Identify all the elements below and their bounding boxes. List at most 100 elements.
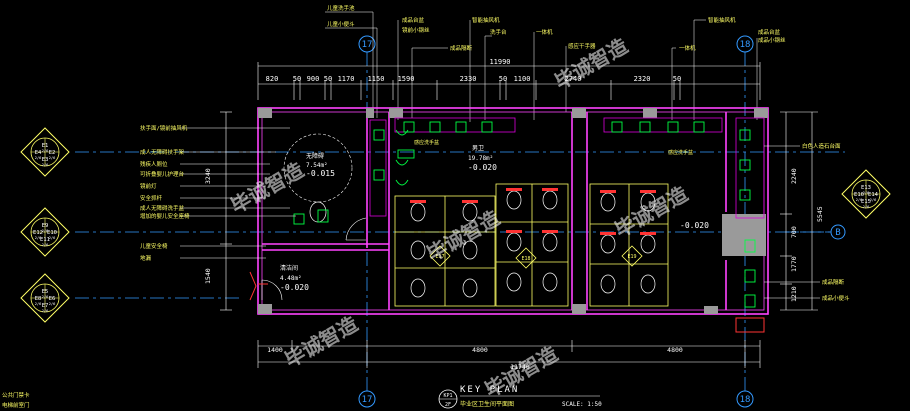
tag-sublabel: 2/6 <box>42 309 49 313</box>
note-room-1: 感应洗手盆 <box>668 149 693 156</box>
turning-circle <box>283 133 353 203</box>
tag-label: E10 <box>47 230 57 236</box>
sink-icon <box>373 121 751 201</box>
top-dimension-lines <box>257 62 761 100</box>
tag-sublabel: 2/6 <box>49 302 56 306</box>
grid-label-17-bottom: 17 <box>362 395 373 405</box>
room-level-accessible: -0.015 <box>306 169 335 178</box>
note-left-9: 地漏 <box>140 254 152 262</box>
bottom-dimension-lines <box>257 340 761 368</box>
note-left-8: 儿童安全椅 <box>140 242 168 250</box>
tag-sublabel: 2/6 <box>42 163 49 167</box>
right-dimension-lines <box>780 111 818 311</box>
dim-right-5: 1210 <box>790 286 798 302</box>
note-top-11: 一体机 <box>679 44 696 52</box>
dim-top-11: 2320 <box>634 75 651 83</box>
tag-sublabel: 2/6 <box>863 191 870 195</box>
tag-sublabel: 2/6 <box>49 156 56 160</box>
dim-top-0: 820 <box>266 75 279 83</box>
title-kp-top: KP1 <box>443 393 452 399</box>
dim-left-0: 3240 <box>204 168 212 184</box>
dim-bottom-2: 4800 <box>667 346 683 354</box>
svg-text:E19: E19 <box>627 254 636 260</box>
dim-top-9: 1100 <box>514 75 531 83</box>
dim-top-10: 2740 <box>565 75 582 83</box>
tag-sublabel: 2/6 <box>35 236 42 240</box>
tag-diamond <box>20 207 70 257</box>
tag-label: E6 <box>49 296 56 302</box>
tag-label: E14 <box>868 192 879 198</box>
tag-sublabel: 2/6 <box>49 236 56 240</box>
dim-top-7: 2330 <box>460 75 477 83</box>
room-name-accessible: 无障碍 <box>306 152 324 160</box>
note-top-14: 成品台盆 <box>758 28 781 36</box>
dim-top-1: 50 <box>293 75 301 83</box>
dim-top-8: 50 <box>499 75 507 83</box>
note-top-8: 感应干手器 <box>568 42 596 50</box>
room-level-mens: -0.020 <box>468 163 497 172</box>
overall-top-dimension: 11990 <box>489 58 510 66</box>
note-top-4: 智能抽风机 <box>472 16 500 24</box>
svg-text:E17: E17 <box>435 254 444 260</box>
grid-label-18-bottom: 18 <box>740 395 751 405</box>
note-top-6: 成品隔断 <box>450 44 473 52</box>
note-top-13: 智能抽风机 <box>708 16 736 24</box>
note-right-1: 成品隔断 <box>822 278 845 286</box>
note-left-6: 成人无障碍洗手盆 <box>140 204 185 212</box>
tag-sublabel: 2/6 <box>856 198 863 202</box>
dim-top-12: 50 <box>673 75 681 83</box>
room-name-mens: 男卫 <box>472 145 484 152</box>
watermark: 毕诚智造 <box>281 311 363 372</box>
dim-bottom-1: 4800 <box>472 346 488 354</box>
left-dimension-lines <box>220 111 232 311</box>
tag-label: E16 <box>854 192 864 198</box>
grid-label-18-top: 18 <box>740 40 751 50</box>
note-left-5: 安全抓杆 <box>140 194 163 202</box>
tag-label: E11 <box>40 237 50 243</box>
watermark: 毕诚智造 <box>551 33 633 94</box>
dim-top-6: 1590 <box>398 75 415 83</box>
title-kp-bottom: 2F <box>445 402 451 408</box>
overall-bottom-dimension: 11740 <box>510 363 530 371</box>
urinal-icon <box>293 129 756 308</box>
title-scale: SCALE: 1:50 <box>562 401 602 408</box>
note-top-7: 一体机 <box>536 28 553 36</box>
tag-label: E9 <box>42 223 49 229</box>
tag-label: E4 <box>35 150 42 156</box>
tag-sublabel: 2/6 <box>42 243 49 247</box>
tag-label: E8 <box>35 296 42 302</box>
watermark: 毕诚智造 <box>423 205 505 266</box>
room-area-accessible: 7.54m² <box>306 162 328 169</box>
room-tag-e17: E17 <box>429 245 451 267</box>
tag-sublabel: 2/6 <box>35 302 42 306</box>
tag-sublabel: 2/6 <box>870 198 877 202</box>
left-leaders <box>180 127 296 259</box>
tag-label: E12 <box>33 230 43 236</box>
note-top-3: 镜前小钢丝 <box>402 26 430 34</box>
note-top-2: 成品台盆 <box>402 16 425 24</box>
note-left-0: 扶手面/镜前抽风机 <box>140 124 188 132</box>
dim-bottom-0: 1400 <box>267 346 283 354</box>
title-en: KEY PLAN <box>460 385 519 395</box>
note-left-1: 成人无障碍扶手架 <box>140 148 185 156</box>
janitor-fixtures <box>249 271 765 333</box>
tag-sublabel: 2/6 <box>35 156 42 160</box>
column-blocks <box>258 108 768 314</box>
dim-right-0: 2240 <box>790 168 798 184</box>
tag-sublabel: 2/6 <box>863 205 870 209</box>
tag-label: E7 <box>42 303 49 309</box>
tag-sublabel: 2/6 <box>42 295 49 299</box>
bottom-left-note-0: 公共门禁卡 <box>2 391 30 399</box>
note-right-2: 成品小便斗 <box>822 294 850 302</box>
watermark: 毕诚智造 <box>227 157 309 218</box>
dim-top-2: 900 <box>307 75 320 83</box>
note-top-1: 儿童小便斗 <box>327 20 355 28</box>
tag-sublabel: 2/6 <box>42 149 49 153</box>
title-cn: 毕业区卫生间平面图 <box>460 400 514 408</box>
dim-right-3: 700 <box>790 226 798 238</box>
